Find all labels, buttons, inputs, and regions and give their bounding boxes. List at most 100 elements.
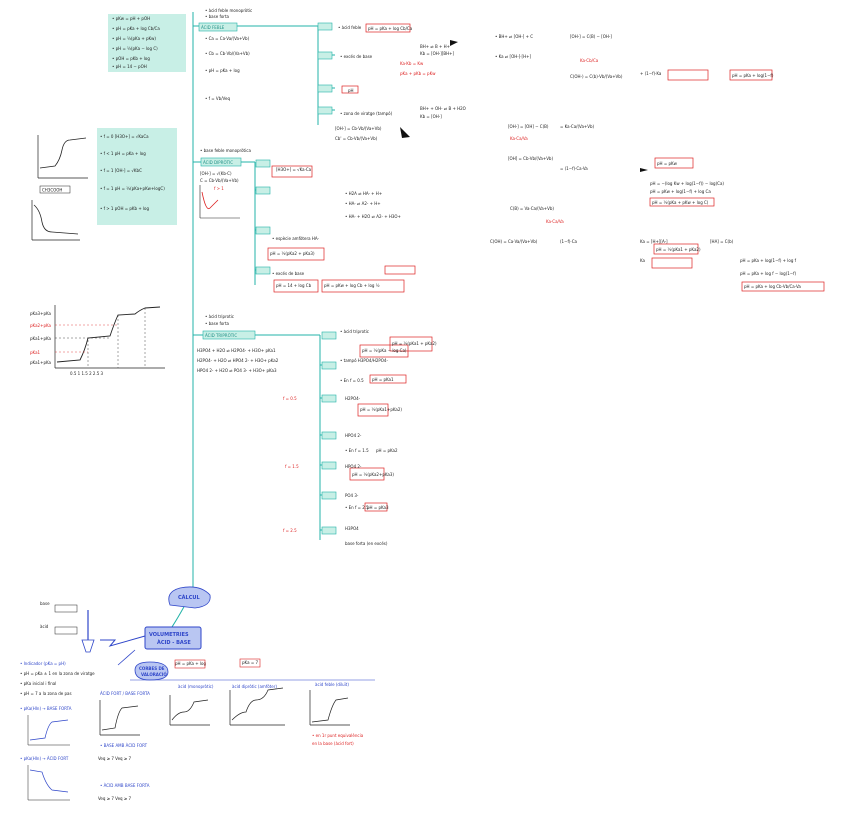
svg-text:[OH] = Cb·Vb/(Va+Vb): [OH] = Cb·Vb/(Va+Vb) — [508, 156, 553, 161]
burette-sketch: base àcid — [40, 601, 95, 653]
svg-text:H3PO4: H3PO4 — [345, 526, 359, 531]
summary-box-mid — [97, 128, 177, 225]
svg-text:• pKw = pH + pOH: • pKw = pH + pOH — [112, 16, 150, 21]
svg-text:• pH = 14 − pOH: • pH = 14 − pOH — [112, 64, 147, 69]
svg-text:BH+ + OH- ⇌ B + H2O: BH+ + OH- ⇌ B + H2O — [420, 106, 466, 111]
branch-notes-2: • base feble monopròtica [OH-] = √(Kb·C)… — [200, 148, 251, 183]
svg-text:• f = 1 [OH-] = √KbC: • f = 1 [OH-] = √KbC — [100, 168, 142, 173]
svg-text:àcid: àcid — [40, 624, 49, 629]
svg-text:CÀLCUL: CÀLCUL — [178, 594, 200, 601]
svg-text:pH: pH — [348, 88, 354, 93]
svg-text:VALORACIÓ: VALORACIÓ — [141, 672, 167, 677]
svg-text:• pH = 7 a la zona de pas: • pH = 7 a la zona de pas — [20, 691, 72, 696]
svg-text:àcid dipròtic (amfòter): àcid dipròtic (amfòter) — [232, 684, 277, 689]
svg-text:pH = ½(pKa1+pKa2): pH = ½(pKa1+pKa2) — [360, 407, 402, 412]
svg-text:pH = pKa + log(1−f): pH = pKa + log(1−f) — [732, 73, 774, 78]
section-label-2 — [200, 157, 242, 167]
svg-text:• pH = pKa + log Cb/Ca: • pH = pKa + log Cb/Ca — [112, 26, 160, 31]
svg-text:• HA- ⇌ A2- + H+: • HA- ⇌ A2- + H+ — [345, 201, 381, 206]
summary-box-top — [108, 14, 186, 72]
svg-text:pH = pKa2: pH = pKa2 — [376, 448, 398, 453]
connector-lines — [169, 12, 336, 631]
svg-text:• en 1r punt equivalència: • en 1r punt equivalència — [312, 733, 364, 738]
svg-text:• pH = pKa ± 1 en la zona de v: • pH = pKa ± 1 en la zona de viratge — [20, 671, 95, 676]
svg-text:pH = −(log Kw + log(1−f)) − lo: pH = −(log Kw + log(1−f)) − log(Ca) — [650, 181, 724, 186]
svg-text:• pKa(HIn) → ÀCID FORT: • pKa(HIn) → ÀCID FORT — [20, 756, 69, 761]
svg-text:pKa = 7: pKa = 7 — [242, 660, 258, 665]
svg-text:• àcid triprotic: • àcid triprotic — [205, 314, 234, 319]
svg-text:C(OH) = Ca·Va/(Va+Vb): C(OH) = Ca·Va/(Va+Vb) — [490, 239, 538, 244]
svg-text:HPO4 2-: HPO4 2- — [345, 464, 362, 469]
svg-text:Kb = [OH-][BH+]: Kb = [OH-][BH+] — [420, 51, 454, 56]
svg-text:H3PO4 + H2O ⇌ H2PO4- + H3O+ p: H3PO4 + H2O ⇌ H2PO4- + H3O+ pKa1 — [197, 348, 276, 353]
svg-text:• tampó H3PO4/H2PO4-: • tampó H3PO4/H2PO4- — [340, 358, 388, 363]
svg-text:• Indicador (pKa = pH): • Indicador (pKa = pH) — [20, 661, 66, 666]
svg-text:Veq ≥ 7 Veq ≥ 7: Veq ≥ 7 Veq ≥ 7 — [98, 756, 131, 761]
svg-text:Ka·Ca/Va: Ka·Ca/Va — [510, 136, 528, 141]
svg-text:• base forta: • base forta — [205, 14, 230, 19]
svg-text:(1−f)·Ca: (1−f)·Ca — [560, 239, 577, 244]
mini-graph-3 — [199, 185, 240, 219]
svg-text:• BH+ ⇌ [OH-] + C: • BH+ ⇌ [OH-] + C — [495, 34, 533, 39]
svg-text:Veq ≥ 7 Veq ≥ 7: Veq ≥ 7 Veq ≥ 7 — [98, 796, 131, 801]
svg-text:PO4 3-: PO4 3- — [345, 493, 359, 498]
svg-text:• base forta: • base forta — [205, 321, 230, 326]
titration-graph-triprotic: pKa3+pKa pKa2+pKa pKa1+pKa pKa1 pKa1+pKa… — [30, 305, 165, 376]
svg-text:pH = ½(pKa2+pKa3): pH = ½(pKa2+pKa3) — [352, 472, 394, 477]
svg-text:• En f = 2.5: • En f = 2.5 — [345, 505, 369, 510]
svg-text:CH3COOH: CH3COOH — [42, 188, 62, 193]
svg-text:pKa3+pKa: pKa3+pKa — [30, 311, 52, 316]
svg-text:C(OH-) = C(b)·Vb/(Va+Vb): C(OH-) = C(b)·Vb/(Va+Vb) — [570, 74, 623, 79]
svg-text:pH = pKw + log(1−f) + log Ca: pH = pKw + log(1−f) + log Ca — [650, 189, 711, 194]
svg-text:pH = ½(pKa2 + pKa3): pH = ½(pKa2 + pKa3) — [270, 251, 315, 256]
svg-text:pH = pKa1: pH = pKa1 — [372, 377, 394, 382]
svg-text:Kb = [OH-]: Kb = [OH-] — [420, 114, 442, 119]
svg-text:• ÀCID AMB BASE FORTA: • ÀCID AMB BASE FORTA — [100, 783, 150, 788]
svg-text:base forta (en excés): base forta (en excés) — [345, 541, 388, 546]
title-arrow — [100, 635, 146, 647]
svg-text:= Ka·Ca/(Va+Vb): = Ka·Ca/(Va+Vb) — [560, 124, 595, 129]
svg-text:• En f = 1.5: • En f = 1.5 — [345, 448, 369, 453]
svg-text:f = 1.5: f = 1.5 — [285, 464, 299, 469]
svg-text:pH = ½(pKa1 + pKa2): pH = ½(pKa1 + pKa2) — [656, 247, 701, 252]
branch-notes-3: • àcid triprotic • base forta H3PO4 + H2… — [197, 314, 279, 373]
svg-text:pH = ½(pKa1 + pKa2): pH = ½(pKa1 + pKa2) — [392, 341, 437, 346]
bottom-curves-row — [99, 679, 375, 736]
mini-graph-1: CH3COOH — [37, 135, 88, 194]
svg-text:pKa1+pKa: pKa1+pKa — [30, 360, 52, 365]
svg-text:f = 2.5: f = 2.5 — [283, 528, 297, 533]
arrow-1 — [450, 40, 458, 46]
svg-text:• pH = ½(pKa + pKw): • pH = ½(pKa + pKw) — [112, 36, 156, 41]
svg-text:pH = pKa + log(1−f) + log f: pH = pKa + log(1−f) + log f — [740, 258, 797, 263]
svg-text:pKa1+pKa: pKa1+pKa — [30, 336, 52, 341]
svg-text:pH = pKw: pH = pKw — [657, 161, 678, 166]
svg-text:• f = 0 [H3O+] = √KaCa: • f = 0 [H3O+] = √KaCa — [100, 134, 149, 139]
center-title-line2: ÀCID - BASE — [157, 639, 191, 646]
svg-text:• pH = ½(pKa − log C): • pH = ½(pKa − log C) — [112, 46, 158, 51]
arrow-2 — [400, 127, 410, 138]
svg-text:• pH = pKa + log: • pH = pKa + log — [205, 68, 240, 73]
svg-text:Ka·Kb = Kw: Ka·Kb = Kw — [400, 61, 424, 66]
svg-text:Ka·Ca/Va: Ka·Ca/Va — [546, 219, 564, 224]
svg-text:• f = Vb/Veq: • f = Vb/Veq — [205, 96, 230, 101]
svg-text:• Cb = Cb·Vb/(Va+Vb): • Cb = Cb·Vb/(Va+Vb) — [205, 51, 250, 56]
svg-text:[OH-] = Cb·Vb/(Va+Vb): [OH-] = Cb·Vb/(Va+Vb) — [335, 126, 382, 131]
svg-text:pH = pKw + log Cb + log ½: pH = pKw + log Cb + log ½ — [324, 283, 380, 288]
svg-text:pH = pKa + log Cb·Vb/Ca·Va: pH = pKa + log Cb·Vb/Ca·Va — [744, 284, 801, 289]
svg-text:0.5 1 1.5 2 2.5 3: 0.5 1 1.5 2 2.5 3 — [70, 371, 104, 376]
svg-text:àcid feble (diluït): àcid feble (diluït) — [315, 682, 349, 687]
svg-text:[OH-] = C(B) − [OH-]: [OH-] = C(B) − [OH-] — [570, 34, 612, 39]
section-label-3 — [202, 330, 256, 340]
svg-text:[OH-] = [OH] − C(B): [OH-] = [OH] − C(B) — [508, 124, 549, 129]
svg-text:H2PO4- + H2O ⇌ HPO4 2- + H3O+: H2PO4- + H2O ⇌ HPO4 2- + H3O+ pKa2 — [197, 358, 279, 363]
svg-text:BH+ ⇌ B + H+: BH+ ⇌ B + H+ — [420, 44, 450, 49]
center-title-box — [144, 626, 202, 650]
svg-text:[HA] = C(b): [HA] = C(b) — [710, 239, 734, 244]
svg-text:+ (1−f)·Ka: + (1−f)·Ka — [640, 71, 662, 76]
center-title-line1: VOLUMETRIES — [149, 632, 189, 638]
mini-graph-2 — [31, 200, 80, 241]
svg-text:• excés de base: • excés de base — [340, 54, 373, 59]
section-label-1-text: ÀCID FEBLE — [201, 25, 225, 30]
branch-node-boxes — [255, 22, 337, 535]
svg-text:pH = pKa + log f − log(1−f): pH = pKa + log f − log(1−f) — [740, 271, 797, 276]
